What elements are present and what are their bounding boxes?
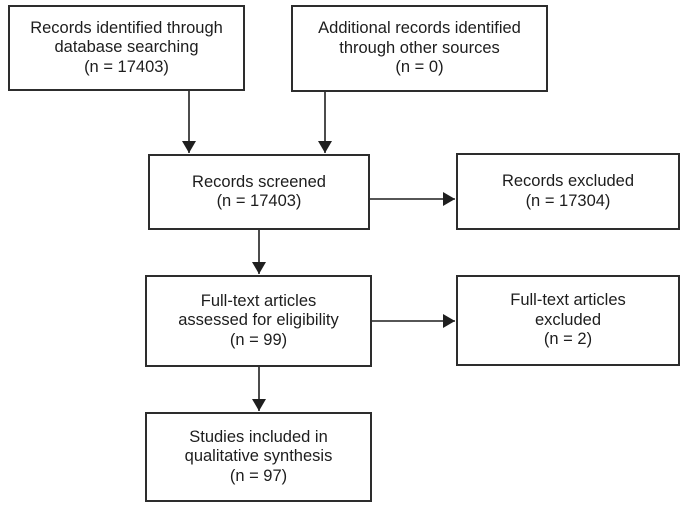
box-studies-included: Studies included in qualitative synthesi… bbox=[145, 412, 372, 502]
box-records-excluded: Records excluded (n = 17304) bbox=[456, 153, 680, 230]
box-fulltext-assessed: Full-text articles assessed for eligibil… bbox=[145, 275, 372, 367]
box-records-identified-database: Records identified through database sear… bbox=[8, 5, 245, 91]
box-fulltext-excluded: Full-text articles excluded (n = 2) bbox=[456, 275, 680, 366]
box-additional-records-other-sources: Additional records identified through ot… bbox=[291, 5, 548, 92]
box-records-screened: Records screened (n = 17403) bbox=[148, 154, 370, 230]
